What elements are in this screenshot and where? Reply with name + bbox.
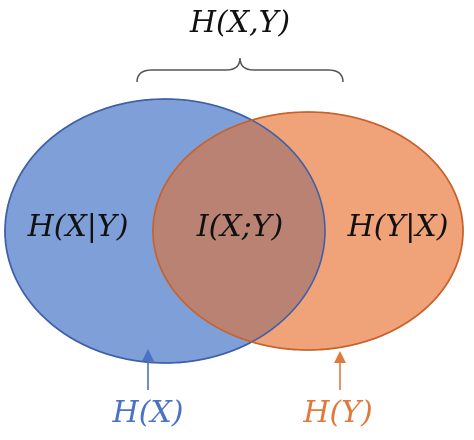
right-set-outline (152, 111, 464, 351)
joint-entropy-label: H(X,Y) (189, 5, 290, 40)
intersection-region (153, 112, 325, 350)
left-set-outline (4, 98, 326, 364)
conditional-entropy-y-given-x-label: H(Y|X) (347, 209, 449, 244)
right-set-arrow-icon (334, 351, 346, 363)
joint-brace (136, 57, 344, 83)
left-set-entropy-label: H(X) (112, 395, 184, 430)
left-set-arrow-icon (142, 349, 154, 361)
conditional-entropy-x-given-y-label: H(X|Y) (27, 209, 129, 244)
mutual-information-label: I(X;Y) (196, 209, 284, 244)
right-set-entropy-label: H(Y) (302, 395, 372, 430)
